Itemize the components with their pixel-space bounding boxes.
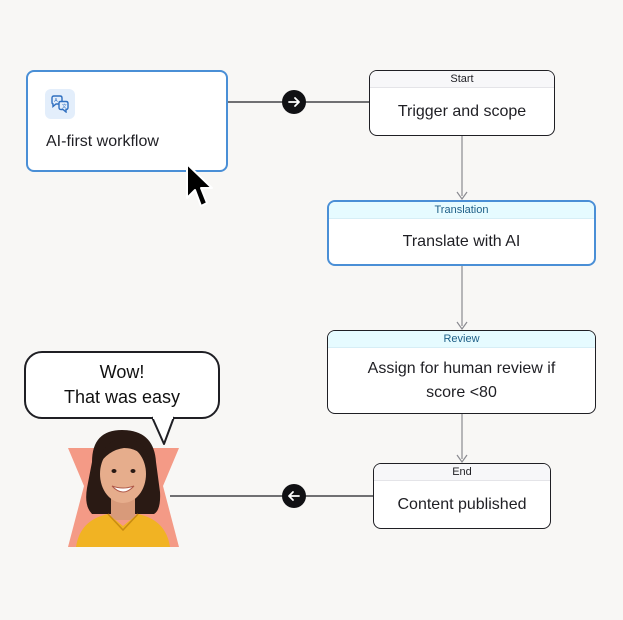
translate-chat-icon: A 文 <box>45 89 75 119</box>
avatar <box>68 430 179 547</box>
workflow-label: AI-first workflow <box>46 133 159 150</box>
speech-bubble: Wow! That was easy <box>24 351 220 419</box>
speech-bubble-tail <box>151 416 175 445</box>
review-step-card[interactable]: Review Assign for human review if score … <box>327 330 596 414</box>
start-step-header: Start <box>370 71 554 88</box>
end-step-header: End <box>374 464 550 481</box>
end-step-card[interactable]: End Content published <box>373 463 551 529</box>
translation-step-card[interactable]: Translation Translate with AI <box>327 200 596 266</box>
arrow-right-icon <box>282 90 306 114</box>
arrow-left-icon <box>282 484 306 508</box>
translation-step-header: Translation <box>329 202 594 219</box>
mouse-pointer-icon <box>184 162 216 215</box>
speech-line-2: That was easy <box>63 387 181 407</box>
translation-step-text: Translate with AI <box>402 232 521 250</box>
start-step-text: Trigger and scope <box>397 102 527 120</box>
svg-text:文: 文 <box>62 103 67 110</box>
review-step-text: Assign for human review if score <80 <box>367 359 556 401</box>
workflow-card[interactable]: A 文 AI-first workflow <box>26 70 228 172</box>
start-step-card[interactable]: Start Trigger and scope <box>369 70 555 136</box>
review-step-header: Review <box>328 331 595 348</box>
svg-text:A: A <box>54 98 58 104</box>
speech-line-1: Wow! <box>99 362 145 382</box>
end-step-text: Content published <box>397 495 527 513</box>
